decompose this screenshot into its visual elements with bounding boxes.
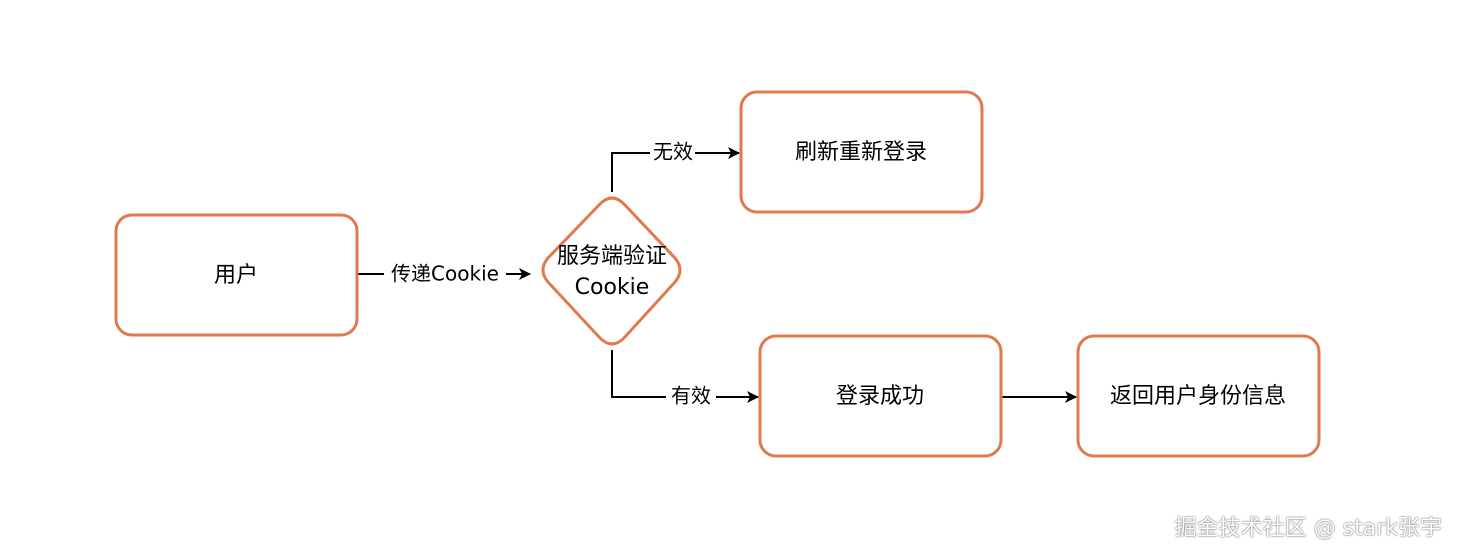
edge-valid-path <box>611 350 666 398</box>
watermark: 掘金技术社区 @ stark张宇 <box>1174 516 1442 541</box>
edge-label-pass-cookie: 传递Cookie <box>391 262 499 286</box>
node-success-box <box>758 334 1003 458</box>
node-verify-label-line1: 服务端验证 <box>557 244 667 269</box>
node-verify-label-line2: Cookie <box>575 275 650 300</box>
edge-label-valid: 有效 <box>671 384 711 408</box>
edge-invalid-path <box>611 152 650 192</box>
node-user-label: 用户 <box>214 263 258 288</box>
node-return-info-box <box>1076 334 1321 458</box>
node-return-info-label: 返回用户身份信息 <box>1110 384 1286 409</box>
node-refresh: 刷新重新登录 <box>739 90 984 214</box>
node-verify: 服务端验证 Cookie <box>541 196 682 346</box>
node-user-box <box>114 213 359 337</box>
node-refresh-box <box>739 90 984 214</box>
connectors <box>357 147 1077 403</box>
node-user: 用户 <box>114 213 359 337</box>
node-success: 登录成功 <box>758 334 1003 458</box>
node-return-info: 返回用户身份信息 <box>1076 334 1321 458</box>
edge-label-invalid: 无效 <box>653 140 693 164</box>
node-success-label: 登录成功 <box>836 384 924 409</box>
node-refresh-label: 刷新重新登录 <box>795 140 927 165</box>
node-verify-diamond <box>541 196 682 346</box>
